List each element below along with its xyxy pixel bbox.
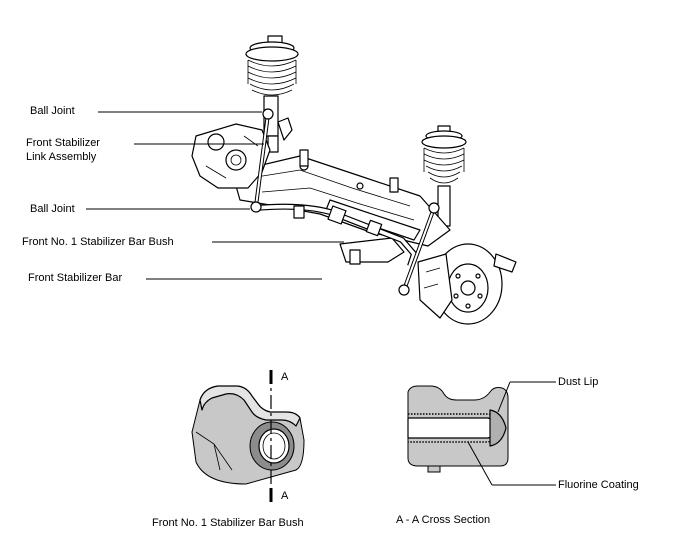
section-mark-bottom: A: [281, 490, 289, 502]
label-stabilizer-bar: Front Stabilizer Bar: [28, 272, 122, 284]
stabilizer-bar-drawing: [255, 203, 417, 267]
bush-detail: A A Front No. 1 Stabilizer Bar Bush: [152, 370, 305, 529]
suspension-crossmember: [231, 149, 451, 265]
label-bar-bush: Front No. 1 Stabilizer Bar Bush: [22, 236, 174, 248]
right-brake-disc: [417, 243, 517, 325]
callout-ball-joint-upper: Ball Joint: [30, 105, 262, 117]
cross-section-detail: Dust Lip Fluorine Coating A - A Cross Se…: [396, 376, 639, 526]
right-stabilizer-link: [398, 202, 440, 296]
cross-section-caption: A - A Cross Section: [396, 514, 490, 526]
left-stabilizer-link: [250, 108, 274, 213]
section-mark-top: A: [281, 371, 289, 383]
cross-section-bore: [407, 417, 501, 439]
label-fluorine-coating: Fluorine Coating: [558, 479, 639, 491]
right-strut-spring: [421, 125, 467, 227]
left-knuckle: [191, 117, 293, 189]
callout-bar-bush: Front No. 1 Stabilizer Bar Bush: [22, 236, 344, 248]
dust-lip: [489, 409, 507, 447]
callout-stabilizer-bar: Front Stabilizer Bar: [28, 272, 322, 284]
leader-dust-lip: [497, 381, 511, 413]
label-link-assembly-line2: Link Assembly: [26, 151, 97, 163]
bush-bore-inner: [258, 428, 290, 464]
bush-caption: Front No. 1 Stabilizer Bar Bush: [152, 517, 304, 529]
front-suspension-illustration: [191, 35, 517, 325]
callout-ball-joint-lower: Ball Joint: [30, 203, 250, 215]
label-ball-joint-lower: Ball Joint: [30, 203, 75, 215]
leader-fluorine-coating: [467, 441, 493, 486]
label-link-assembly-line1: Front Stabilizer: [26, 137, 100, 149]
callout-link-assembly: Front Stabilizer Link Assembly: [26, 137, 264, 163]
label-dust-lip: Dust Lip: [558, 376, 598, 388]
label-ball-joint-upper: Ball Joint: [30, 105, 75, 117]
